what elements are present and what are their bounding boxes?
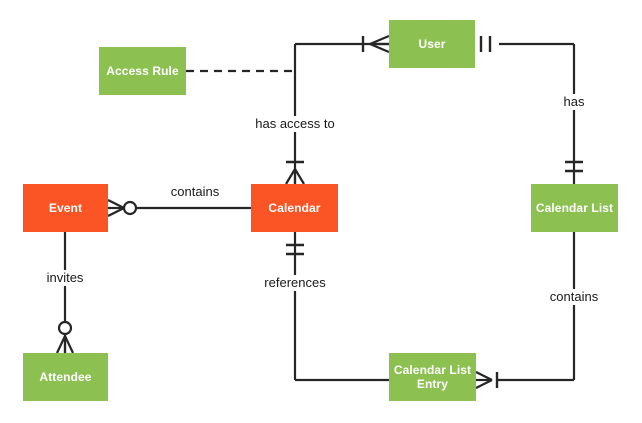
entity-label-access-rule: Access Rule	[106, 64, 179, 78]
cardinality-exactly-one-calendar-bottom	[286, 243, 304, 256]
edge-label-has-access-to: has access to	[252, 116, 338, 132]
entity-label-user: User	[418, 37, 446, 51]
entity-label-calendar: Calendar	[268, 201, 321, 215]
edge-label-contains-calendar: contains	[167, 184, 223, 200]
cardinality-exactly-one-calendar-list-top	[565, 160, 583, 173]
entity-calendar[interactable]: Calendar	[251, 184, 338, 232]
cardinality-exactly-one-user-right	[479, 36, 492, 52]
entity-attendee[interactable]: Attendee	[23, 353, 108, 401]
cardinality-zero-or-many-attendee-top	[56, 320, 74, 354]
entity-access-rule[interactable]: Access Rule	[99, 47, 186, 95]
cardinality-zero-or-many-event-right	[107, 199, 138, 217]
entity-user[interactable]: User	[389, 20, 475, 68]
cardinality-one-or-many-entry-right	[475, 371, 499, 389]
edge-label-invites: invites	[43, 270, 87, 286]
entity-label-calendar-list: Calendar List	[535, 201, 614, 215]
entity-calendar-list[interactable]: Calendar List	[531, 184, 618, 232]
entity-calendar-list-entry[interactable]: Calendar List Entry	[389, 353, 476, 401]
cardinality-one-or-many-calendar-top	[285, 160, 305, 185]
entity-label-calendar-list-entry: Calendar List Entry	[393, 363, 472, 391]
edge-label-has: has	[560, 94, 588, 110]
edge-label-references: references	[261, 275, 329, 291]
edge-label-contains-entry: contains	[546, 289, 602, 305]
entity-label-attendee: Attendee	[39, 370, 92, 384]
entity-label-event: Event	[48, 201, 83, 215]
entity-event[interactable]: Event	[23, 184, 108, 232]
cardinality-one-or-many-user-left	[361, 34, 390, 54]
